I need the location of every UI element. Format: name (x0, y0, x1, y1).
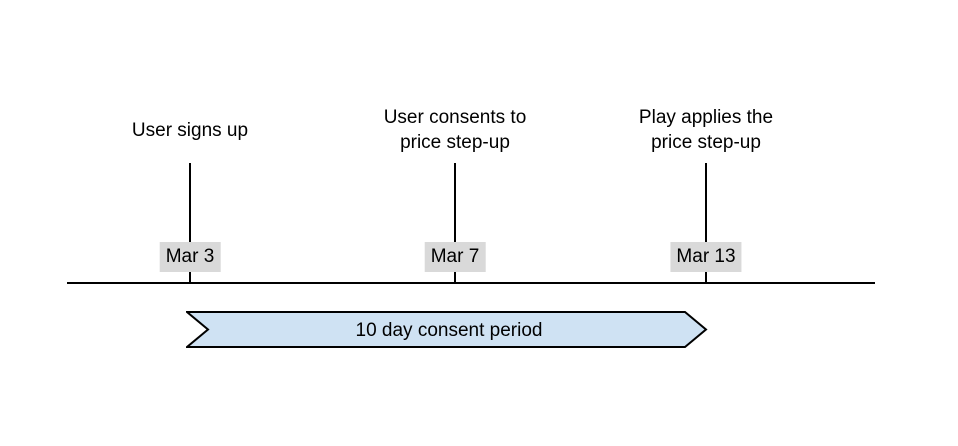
event-tick-line (189, 163, 191, 283)
consent-period-banner: 10 day consent period (186, 311, 708, 348)
event-tick-line (454, 163, 456, 283)
consent-period-arrow-shape (186, 311, 708, 348)
consent-period-label: 10 day consent period (356, 320, 543, 341)
event-tick-line (705, 163, 707, 283)
event-date-label: Mar 7 (424, 242, 486, 272)
event-date-label: Mar 13 (670, 242, 742, 272)
timeline-axis (67, 282, 875, 284)
event-title: User consents to price step-up (383, 107, 527, 153)
event-title: User signs up (131, 119, 249, 141)
event-date-label: Mar 3 (159, 242, 221, 272)
event-title: Play applies the price step-up (638, 107, 774, 153)
